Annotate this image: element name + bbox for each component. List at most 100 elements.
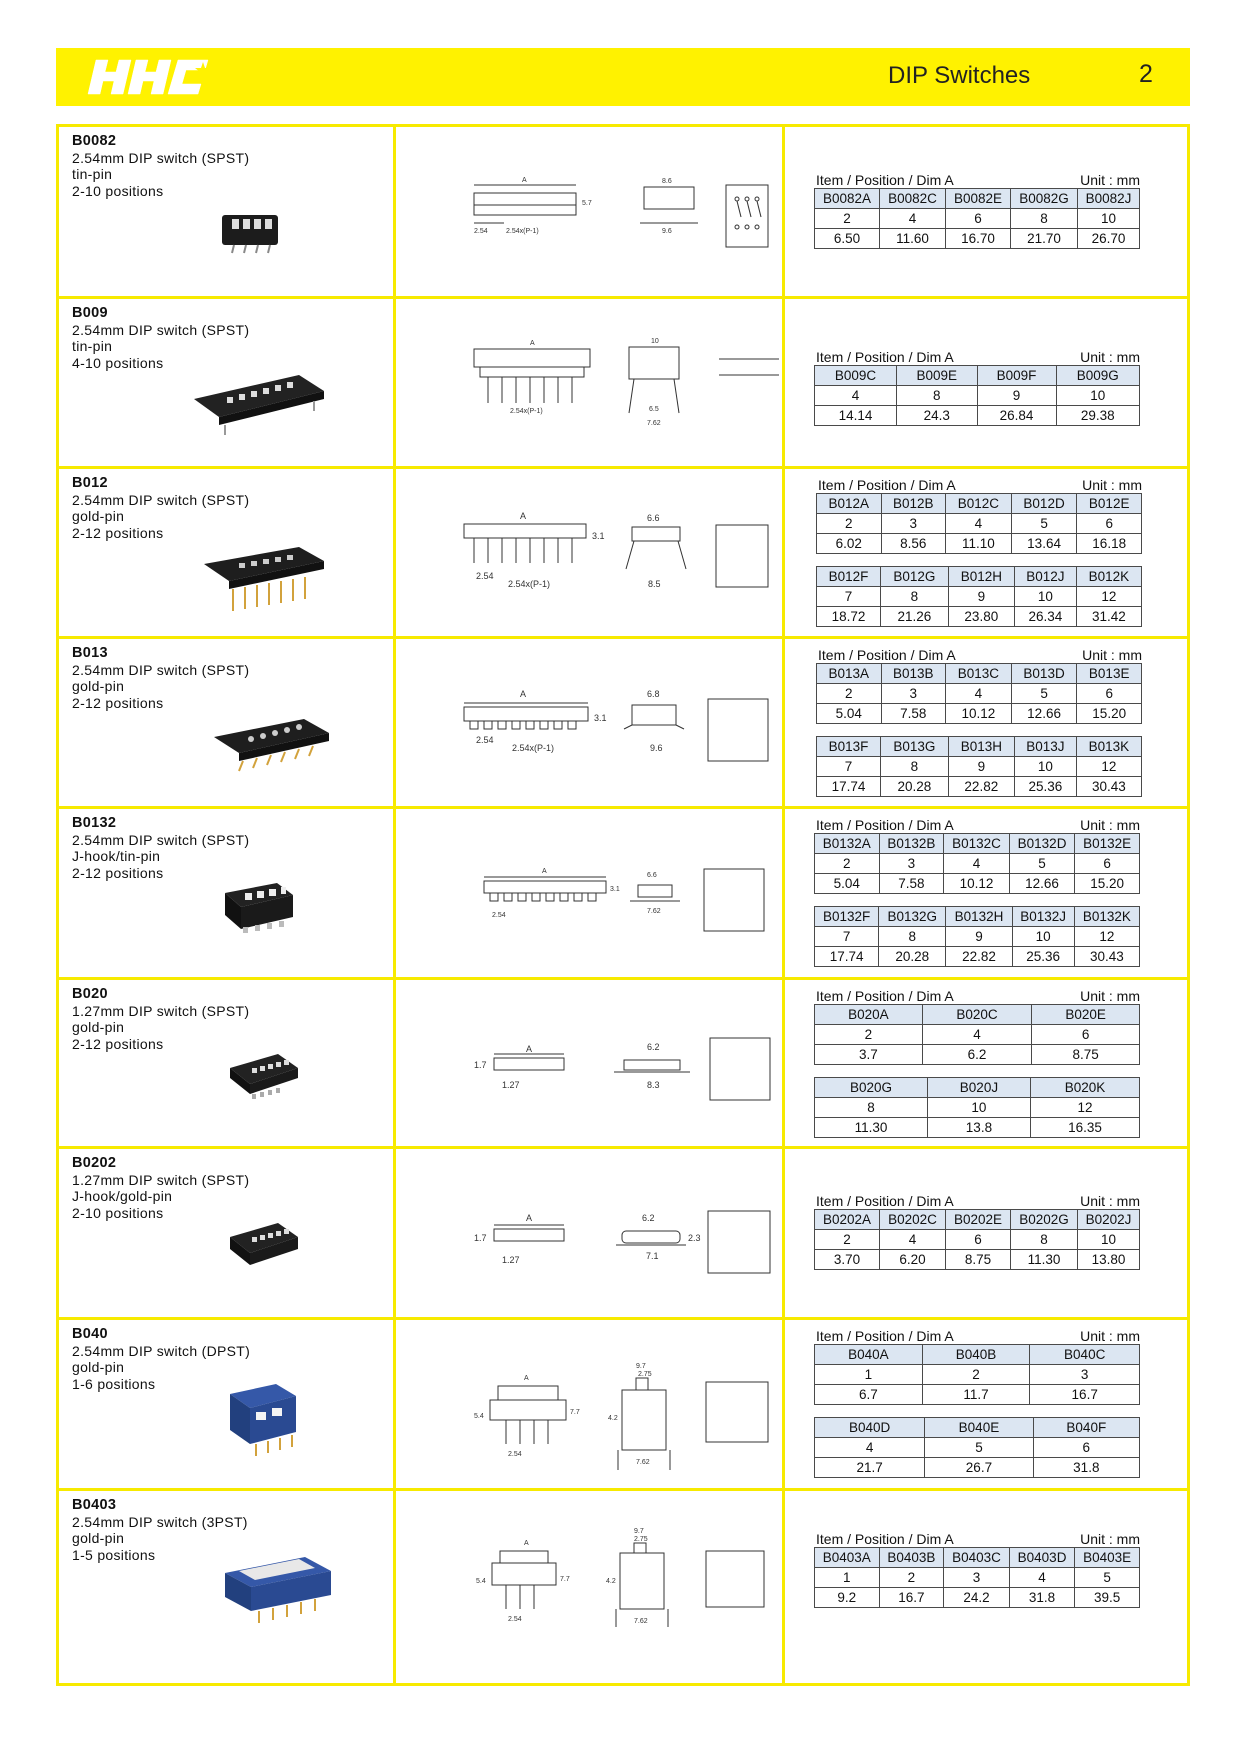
item-cell: B040A (814, 1344, 923, 1365)
dim-cell: 6.7 (814, 1384, 923, 1405)
position-cell: 2 (878, 1567, 945, 1588)
hhc-logo (87, 59, 211, 95)
item-cell: B020A (814, 1004, 923, 1025)
column-divider (393, 127, 396, 1683)
product-desc: 1.27mm DIP switch (SPST) (72, 1002, 250, 1019)
product-row: B0403 2.54mm DIP switch (3PST) gold-pin … (59, 1488, 1187, 1686)
item-cell: B020C (921, 1004, 1033, 1025)
position-cell: 12 (1029, 1097, 1141, 1118)
item-cell: B0132G (878, 906, 947, 927)
table-caption: Item / Position / Dim A Unit : mm (814, 349, 1140, 365)
item-cell: B012C (945, 493, 1012, 514)
item-cell: B009C (814, 365, 897, 386)
position-cell: 7 (813, 926, 880, 947)
dim-cell: 16.18 (1076, 533, 1142, 554)
item-cell: B012G (880, 566, 949, 587)
product-desc: 2.54mm DIP switch (3PST) (72, 1513, 248, 1530)
product-positions: 2-10 positions (72, 182, 164, 199)
item-cell: B009E (895, 365, 978, 386)
position-cell: 10 (1011, 926, 1075, 947)
dim-cell: 6.20 (879, 1249, 946, 1270)
item-cell: B009F (976, 365, 1057, 386)
position-cell: 5 (1010, 513, 1078, 534)
product-info: B040 2.54mm DIP switch (DPST) gold-pin 1… (72, 1326, 250, 1392)
dim-label: 5.4 (476, 1578, 486, 1585)
dim-label: 2.54 (474, 228, 488, 235)
product-info: B0082 2.54mm DIP switch (SPST) tin-pin 2… (72, 133, 249, 199)
dim-cell: 24.2 (943, 1587, 1010, 1608)
dim-cell: 13.64 (1010, 533, 1078, 554)
dim-label: 1.7 (474, 1060, 487, 1070)
position-cell: 6 (944, 208, 1011, 229)
product-photo (222, 215, 278, 254)
dim-cell: 17.74 (815, 776, 882, 797)
dim-cell: 29.38 (1055, 405, 1141, 426)
dim-cell: 17.74 (813, 946, 880, 967)
page-header: DIP Switches 2 (56, 48, 1190, 106)
position-cell: 9 (947, 586, 1016, 607)
position-cell: 4 (879, 208, 946, 229)
dim-cell: 21.7 (813, 1457, 926, 1478)
position-cell: 4 (1008, 1567, 1076, 1588)
item-cell: B012F (815, 566, 882, 587)
dim-label: 1.27 (502, 1080, 520, 1090)
item-cell: B013F (815, 736, 882, 757)
item-cell: B0132K (1073, 906, 1141, 927)
product-positions: 4-10 positions (72, 354, 164, 371)
position-cell: 8 (878, 926, 947, 947)
product-info: B020 1.27mm DIP switch (SPST) gold-pin 2… (72, 986, 249, 1052)
item-cell: B0202C (879, 1209, 946, 1230)
table-caption: Item / Position / Dim A Unit : mm (814, 172, 1140, 188)
dim-cell: 6.50 (814, 228, 880, 249)
item-cell: B040D (813, 1417, 926, 1438)
product-info: B0403 2.54mm DIP switch (3PST) gold-pin … (72, 1497, 248, 1563)
dim-label: 7.62 (647, 420, 661, 427)
dim-label: A (542, 868, 547, 875)
technical-drawing: A 6.6 3.1 2.54 2.54x(P-1) 8.5 (463, 511, 769, 589)
dim-label: 7.1 (646, 1251, 659, 1261)
product-row: B0202 1.27mm DIP switch (SPST) J-hook/go… (59, 1146, 1187, 1320)
position-cell: 7 (815, 756, 882, 777)
dim-label: 4.2 (608, 1415, 618, 1422)
position-cell: 10 (1014, 586, 1077, 607)
dim-cell: 11.30 (814, 1117, 928, 1138)
dim-label: A (524, 1540, 529, 1547)
position-cell: 8 (1009, 208, 1078, 229)
dim-label: 6.2 (647, 1042, 660, 1052)
item-cell: B0132E (1074, 833, 1140, 854)
position-cell: 3 (1029, 1364, 1140, 1385)
product-pin: gold-pin (72, 1359, 125, 1375)
dim-cell: 18.72 (815, 606, 882, 627)
dim-cell: 31.8 (1032, 1457, 1141, 1478)
table-caption: Item / Position / Dim A Unit : mm (816, 477, 1142, 493)
dim-label: 2.75 (634, 1536, 648, 1543)
position-cell: 6 (1032, 1437, 1141, 1458)
caption-right: Unit : mm (1082, 477, 1142, 493)
caption-right: Unit : mm (1080, 1193, 1140, 1209)
dim-label: 6.5 (649, 406, 659, 413)
position-cell: 10 (1055, 385, 1141, 406)
product-positions: 2-12 positions (72, 864, 164, 881)
product-code: B0202 (72, 1155, 117, 1171)
position-cell: 4 (879, 1229, 946, 1250)
position-cell: 5 (1010, 683, 1078, 704)
position-cell: 4 (943, 853, 1010, 874)
product-photo (230, 1223, 298, 1265)
dim-label: 5.4 (474, 1413, 484, 1420)
product-positions: 2-10 positions (72, 1204, 164, 1221)
